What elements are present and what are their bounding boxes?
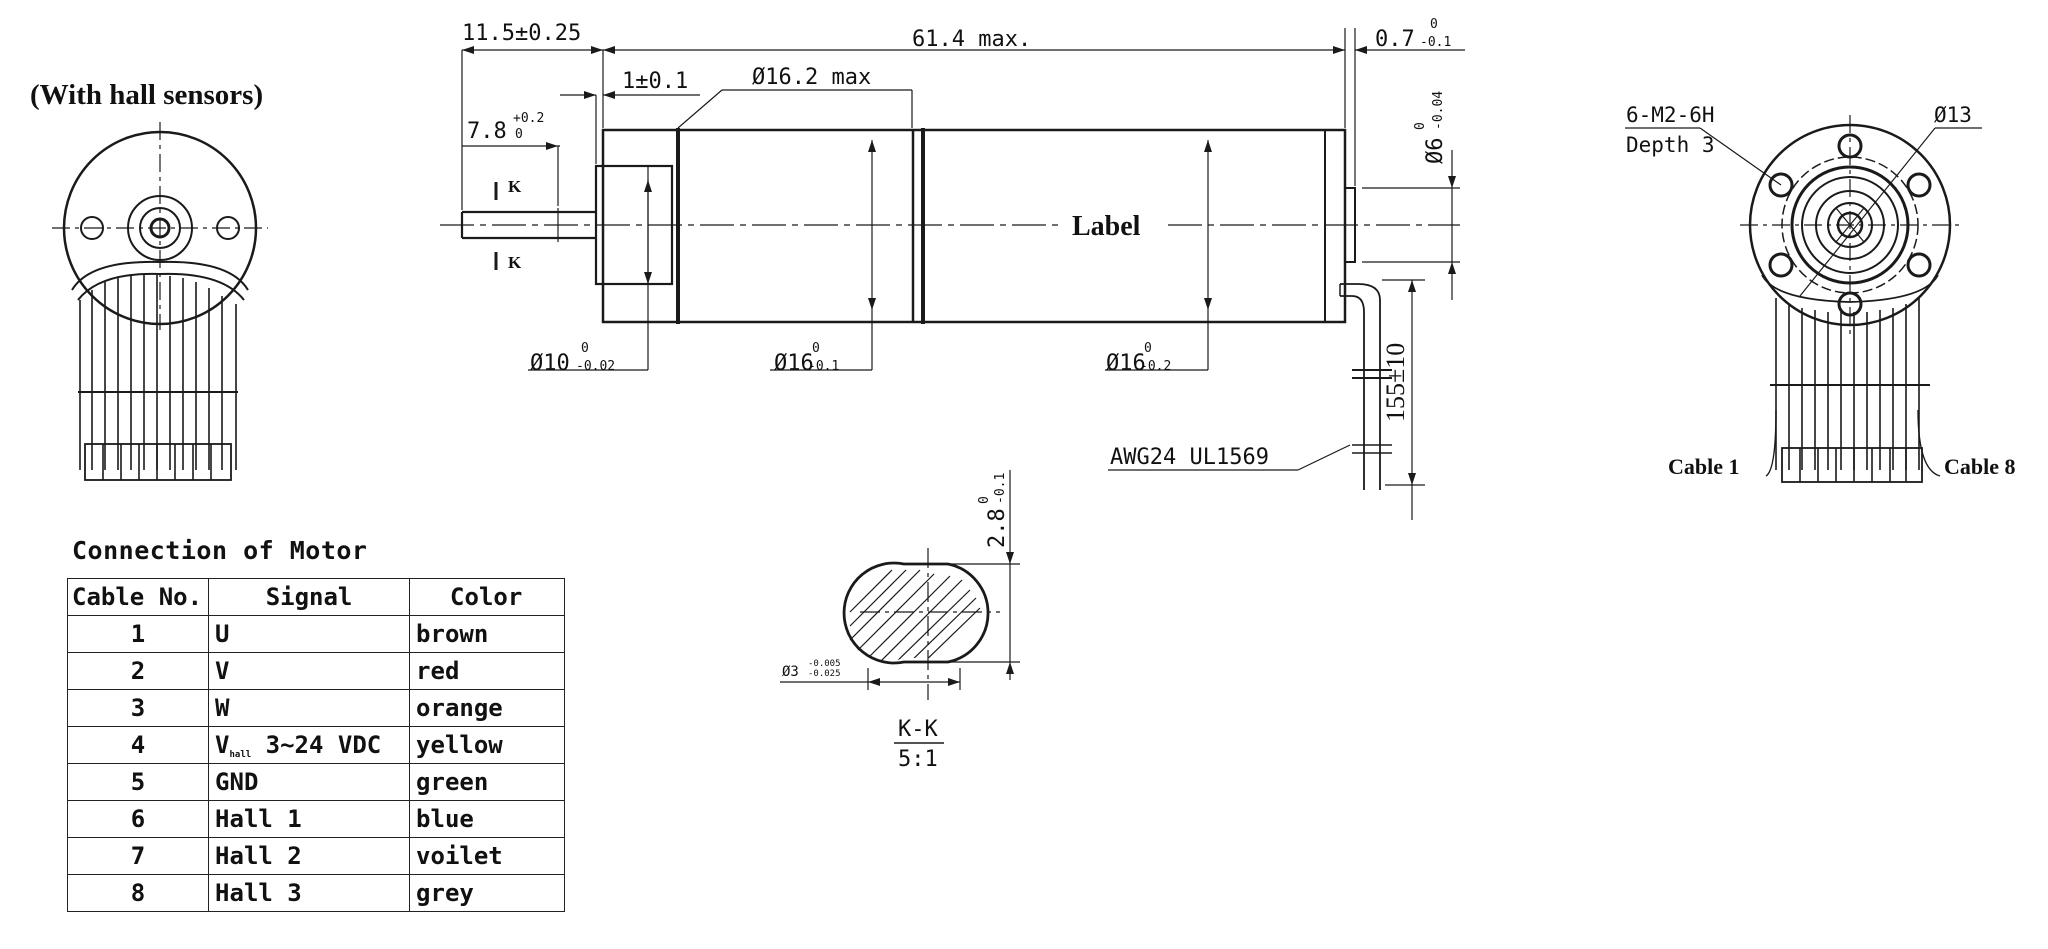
signal: Hall 3: [208, 874, 411, 912]
cable-no: 6: [66, 800, 210, 838]
section-flat-dim: 2.8: [985, 508, 1010, 548]
table-row: 8 Hall 3 grey: [66, 874, 566, 912]
table-row: 6 Hall 1 blue: [66, 800, 566, 838]
color: brown: [409, 615, 566, 653]
signal: V: [208, 652, 411, 690]
cable-no: 8: [66, 874, 210, 912]
dimension-lines: [461, 28, 1465, 520]
section-shaft-dia-tol-lower: -0.025: [808, 669, 841, 679]
dim-body-dia-2-tol-upper: 0: [1144, 341, 1152, 356]
left-end-view: (With hall sensors): [30, 79, 268, 481]
section-view-kk: 2.8 0 -0.1 Ø3 -0.005 -0.025 K-K 5:1: [780, 470, 1020, 772]
section-shaft-dia-tol-upper: -0.005: [808, 659, 841, 669]
section-flat-dim-tol-upper: 0: [977, 496, 992, 504]
section-shaft-dia: Ø3: [782, 664, 799, 680]
dim-body-dia-1: Ø16: [774, 351, 814, 376]
left-cable-bundle: [78, 275, 238, 481]
table-header-row: Cable No. Signal Color: [66, 578, 566, 616]
table-row: 7 Hall 2 voilet: [66, 837, 566, 875]
dim-flange-dia: Ø10: [530, 351, 570, 376]
dim-body-dia-2: Ø16: [1106, 351, 1146, 376]
label-marking: Label: [1072, 211, 1141, 242]
dim-flange-dia-tol-upper: 0: [581, 341, 589, 356]
signal-rest: 3~24 VDC: [251, 730, 382, 759]
dim-shaft-flat: 7.8: [467, 119, 507, 144]
color: green: [409, 763, 566, 801]
section-scale: 5:1: [898, 747, 938, 772]
color: blue: [409, 800, 566, 838]
dimension-texts: 11.5±0.25 61.4 max. 0.7 0 -0.1 1±0.1 Ø16…: [462, 17, 1451, 470]
cable-no: 3: [66, 689, 210, 727]
color: orange: [409, 689, 566, 727]
color: voilet: [409, 837, 566, 875]
cable-no: 4: [66, 726, 210, 764]
table-row: 1 U brown: [66, 615, 566, 653]
table-row: 5 GND green: [66, 763, 566, 801]
signal-main: V: [215, 730, 230, 759]
dim-bearing-dia-tol-lower: -0.04: [1431, 91, 1446, 130]
table-row: 3 W orange: [66, 689, 566, 727]
left-view-title: (With hall sensors): [30, 79, 263, 111]
dim-bearing-dia: Ø6: [1423, 138, 1448, 165]
dim-shaft-flat-tol-lower: 0: [515, 127, 523, 142]
connection-table: Cable No. Signal Color 1 U brown 2 V red…: [66, 578, 566, 912]
table-row: 2 V red: [66, 652, 566, 690]
dim-end-gap-tol-lower: -0.1: [1420, 35, 1451, 50]
signal: W: [208, 689, 411, 727]
signal: Hall 1: [208, 800, 411, 838]
cable-last-label: Cable 8: [1944, 454, 2016, 479]
cable-no: 5: [66, 763, 210, 801]
dim-flange-dia-tol-lower: -0.02: [576, 359, 615, 374]
header-cable-no: Cable No.: [66, 578, 210, 616]
motor-side-view: Label K K: [440, 128, 1460, 490]
thread-spec: 6-M2-6H: [1626, 103, 1715, 127]
section-name: K-K: [898, 717, 938, 742]
signal-subscript: hall: [229, 749, 252, 760]
section-flat-dim-tol-lower: -0.1: [993, 473, 1008, 504]
section-mark-upper: K: [508, 177, 522, 196]
cable-no: 7: [66, 837, 210, 875]
thread-depth: Depth 3: [1626, 133, 1715, 157]
dim-shaft-length: 11.5±0.25: [462, 21, 581, 46]
dim-lead-length: 155±10: [1381, 343, 1410, 422]
dim-end-gap-tol-upper: 0: [1430, 17, 1438, 32]
dim-max-dia: Ø16.2 max: [752, 65, 871, 90]
dim-bearing-dia-tol-upper: 0: [1413, 122, 1428, 130]
color: red: [409, 652, 566, 690]
dim-body-dia-2-tol-lower: -0.2: [1140, 359, 1171, 374]
dim-body-dia-1-tol-upper: 0: [812, 341, 820, 356]
dimension-arrows: [462, 46, 1456, 485]
signal: Hall 2: [208, 837, 411, 875]
table-row: 4 Vhall 3~24 VDC yellow: [66, 726, 566, 764]
color: yellow: [409, 726, 566, 764]
dim-flange-step: 1±0.1: [622, 69, 688, 94]
color: grey: [409, 874, 566, 912]
signal: GND: [208, 763, 411, 801]
bolt-circle-dia: Ø13: [1934, 103, 1972, 127]
cable-no: 2: [66, 652, 210, 690]
header-color: Color: [409, 578, 566, 616]
connection-table-title: Connection of Motor: [72, 536, 368, 565]
header-signal: Signal: [208, 578, 411, 616]
dim-total-length: 61.4 max.: [912, 27, 1031, 52]
cable-first-label: Cable 1: [1668, 454, 1740, 479]
wire-spec: AWG24 UL1569: [1110, 445, 1269, 470]
cable-no: 1: [66, 615, 210, 653]
section-mark-lower: K: [508, 253, 522, 272]
dim-shaft-flat-tol-upper: +0.2: [513, 111, 544, 126]
right-end-view: 6-M2-6H Depth 3 Ø13 Cable 1 Cable 8: [1625, 103, 2016, 483]
right-cable-bundle: [1761, 274, 1941, 483]
dim-end-gap: 0.7: [1375, 27, 1415, 52]
signal: U: [208, 615, 411, 653]
dim-body-dia-1-tol-lower: -0.1: [808, 359, 839, 374]
signal: Vhall 3~24 VDC: [208, 726, 411, 764]
